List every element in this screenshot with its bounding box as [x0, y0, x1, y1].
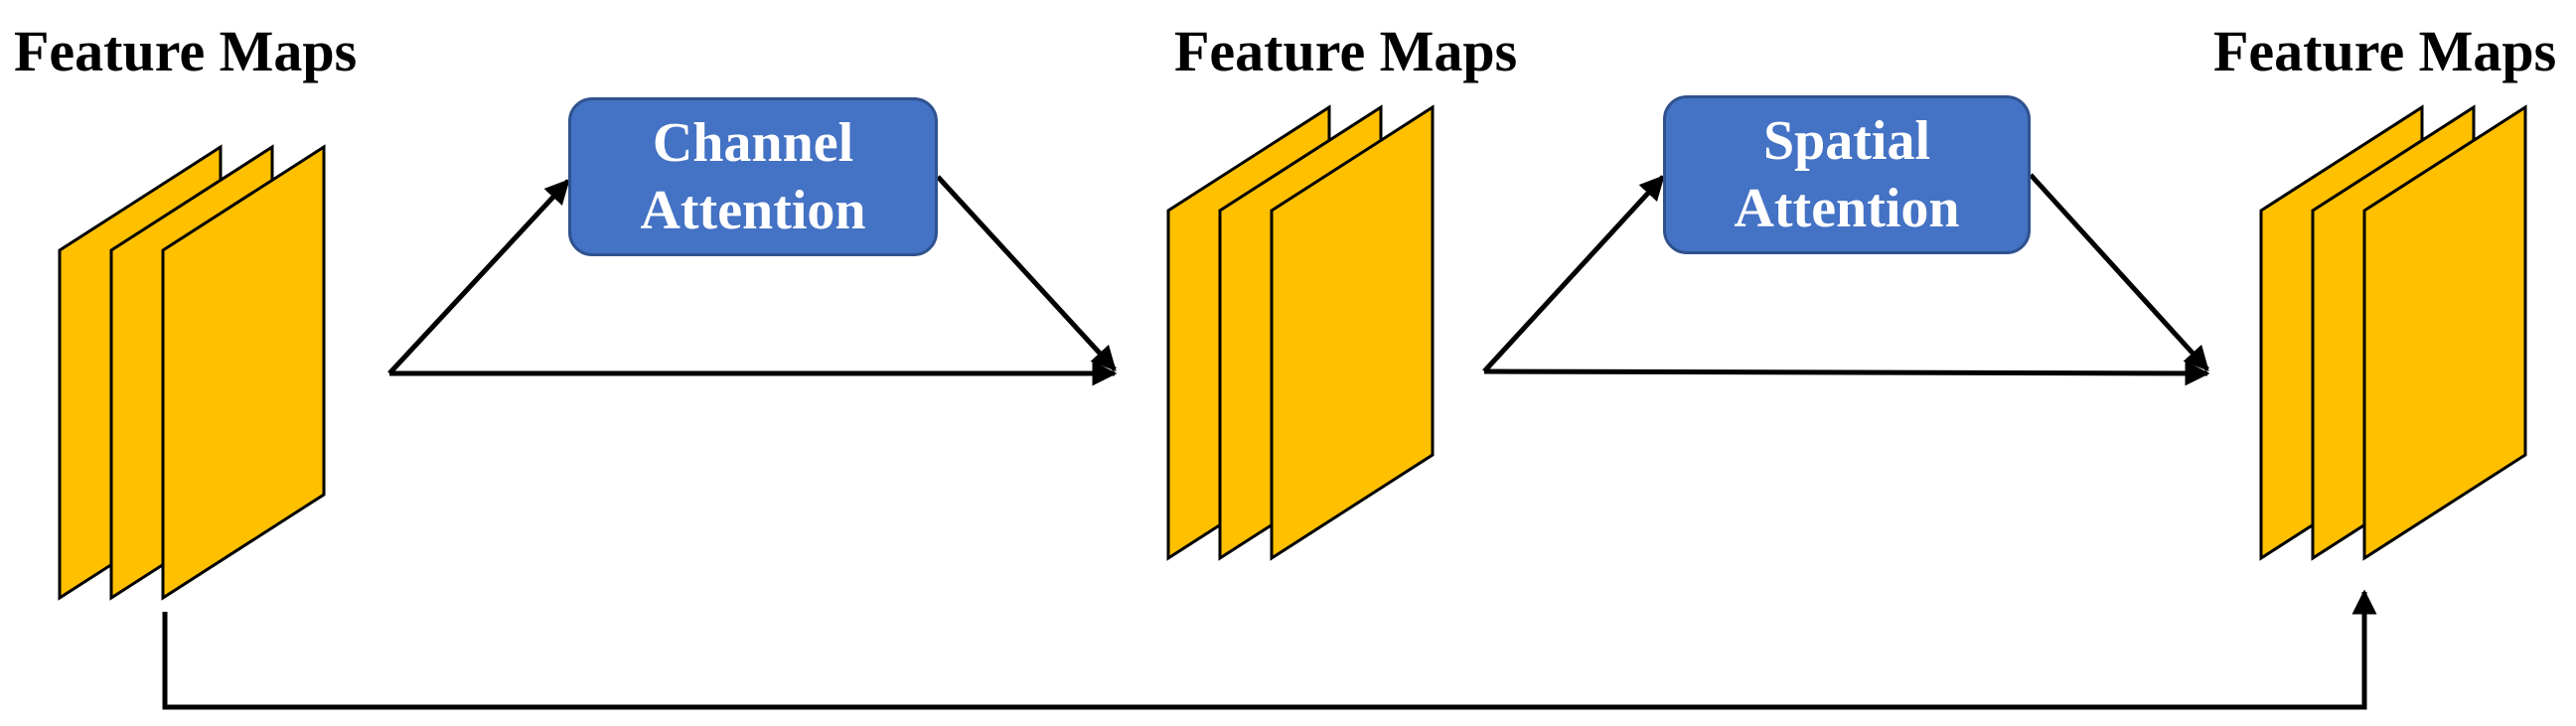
arrow-channel-attention-out [936, 175, 1117, 371]
arrow-to-channel-attention [387, 179, 570, 375]
arrows-spatial [1482, 173, 2210, 386]
feature-maps-right-title: Feature Maps [2213, 19, 2557, 83]
feature-maps-middle-title: Feature Maps [1174, 19, 1518, 83]
feature-map-sheet [1270, 104, 1435, 561]
feature-map-sheet [161, 144, 326, 601]
feature-map-sheet [2362, 104, 2527, 561]
arrow-spatial-attention-out [2029, 173, 2209, 371]
channel-attention-label-line1: Channel [652, 112, 854, 174]
spatial-attention-label-line2: Attention [1734, 178, 1960, 239]
channel-attention-box: Channel Attention [568, 97, 938, 256]
feature-maps-right [2259, 104, 2527, 561]
spatial-attention-box: Spatial Attention [1663, 95, 2031, 254]
arrow-residual-bottom [162, 589, 2377, 710]
arrow-skip-spatial [1483, 361, 2210, 386]
spatial-attention-label-line1: Spatial [1762, 110, 1931, 172]
feature-maps-middle [1166, 104, 1435, 561]
arrow-to-spatial-attention [1482, 175, 1665, 373]
channel-attention-label-line2: Attention [640, 180, 866, 241]
feature-maps-left-title: Feature Maps [14, 19, 358, 83]
feature-maps-left [58, 144, 326, 601]
arrows-channel [387, 175, 1118, 386]
